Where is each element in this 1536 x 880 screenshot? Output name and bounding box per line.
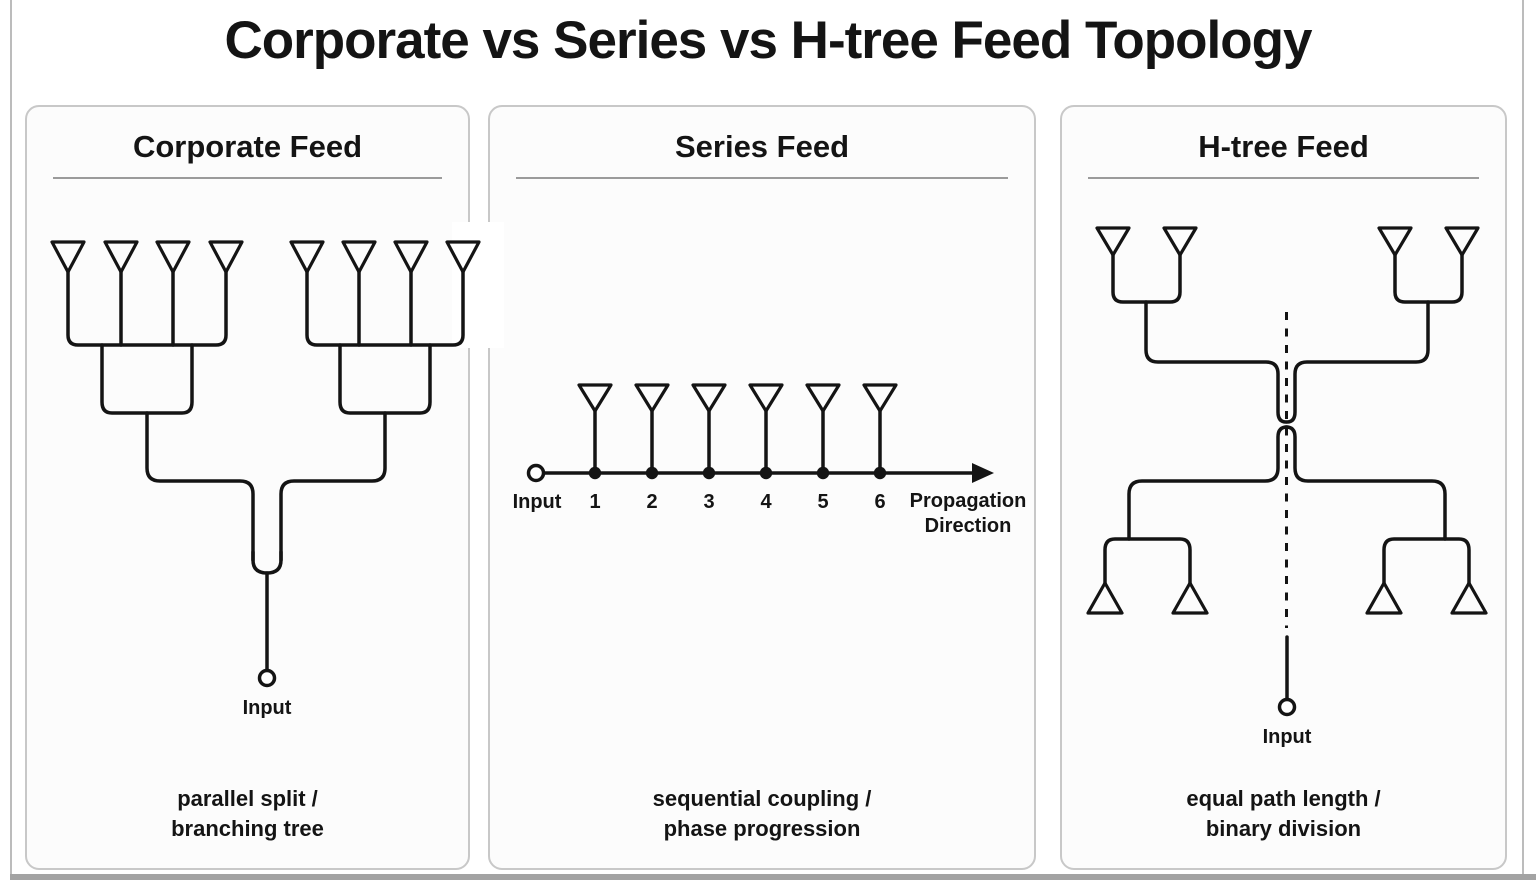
left-edge-line xyxy=(10,0,12,880)
corporate-input-label: Input xyxy=(243,697,292,719)
antenna-icon xyxy=(634,383,670,413)
combiner-trace xyxy=(1103,537,1192,585)
input-port-icon xyxy=(526,463,546,483)
series-feed-title: Series Feed xyxy=(674,129,850,164)
combiner-trace xyxy=(251,550,283,575)
antenna-icon xyxy=(1377,226,1413,257)
combiner-trace xyxy=(1382,537,1471,585)
antenna-icon xyxy=(208,240,244,274)
combiner-trace xyxy=(100,343,194,415)
antenna-icon xyxy=(155,240,191,274)
antenna-icon xyxy=(1444,226,1480,257)
series-antenna-row xyxy=(577,383,898,480)
combiner-trace xyxy=(338,343,432,415)
corporate-feed-title: Corporate Feed xyxy=(132,129,363,164)
antenna-icon xyxy=(289,240,325,274)
antenna-icon xyxy=(393,240,429,274)
htree-caption-line1: equal path length / xyxy=(1186,786,1381,811)
coupling-node xyxy=(873,466,887,480)
htree-bottom-antennas xyxy=(1086,581,1488,615)
coupling-node xyxy=(816,466,830,480)
htree-feed-title: H-tree Feed xyxy=(1198,129,1369,164)
corporate-caption-line2: branching tree xyxy=(171,816,324,841)
series-input-label: Input xyxy=(513,491,562,513)
element-number-label: 2 xyxy=(646,491,657,513)
combiner-trace xyxy=(305,270,465,347)
htree-branch-network xyxy=(1103,253,1471,700)
antenna-icon xyxy=(445,240,481,274)
antenna-icon xyxy=(748,383,784,413)
combiner-trace xyxy=(1111,253,1182,304)
antenna-icon xyxy=(50,240,86,274)
combiner-trace xyxy=(1284,425,1447,541)
arrowhead-icon xyxy=(972,463,994,483)
series-feed-diagram: Input 1 2 3 4 5 6 Propagation Direction xyxy=(513,383,1027,537)
combiner-trace xyxy=(66,270,228,347)
input-port-icon xyxy=(1277,697,1297,717)
series-caption-line1: sequential coupling / xyxy=(652,786,872,811)
antenna-icon xyxy=(1450,581,1488,615)
corporate-combiner-network xyxy=(66,270,465,672)
combiner-trace xyxy=(1285,300,1430,424)
coupling-node xyxy=(702,466,716,480)
antenna-icon xyxy=(1095,226,1131,257)
coupling-node xyxy=(645,466,659,480)
series-title-underline xyxy=(516,177,1008,179)
input-port-icon xyxy=(257,668,277,688)
coupling-node xyxy=(759,466,773,480)
series-caption-line2: phase progression xyxy=(663,816,861,841)
antenna-icon xyxy=(1162,226,1198,257)
antenna-icon xyxy=(1171,581,1209,615)
htree-caption-line2: binary division xyxy=(1205,816,1362,841)
element-number-label: 6 xyxy=(874,491,885,513)
htree-input-label: Input xyxy=(1263,726,1312,748)
antenna-icon xyxy=(1086,581,1124,615)
corporate-feed-caption: parallel split / branching tree xyxy=(27,784,468,844)
antenna-icon xyxy=(341,240,377,274)
antenna-icon xyxy=(577,383,613,413)
element-number-label: 5 xyxy=(817,491,828,513)
coupling-node xyxy=(588,466,602,480)
antenna-icon xyxy=(805,383,841,413)
htree-title-underline xyxy=(1088,177,1479,179)
combiner-trace xyxy=(1127,425,1289,541)
element-number-label: 1 xyxy=(589,491,600,513)
element-number-label: 4 xyxy=(760,491,772,513)
right-edge-line xyxy=(1522,0,1524,880)
combiner-trace xyxy=(1144,300,1288,424)
corporate-antenna-row xyxy=(50,240,481,274)
htree-feed-panel: H-tree Feed equal path length / binary d… xyxy=(1060,105,1507,870)
propagation-direction-label: Propagation xyxy=(910,490,1027,512)
corporate-title-underline xyxy=(53,177,442,179)
combiner-trace xyxy=(145,411,255,562)
corporate-feed-diagram: Input xyxy=(50,222,504,719)
bottom-bar xyxy=(10,874,1536,880)
antenna-icon xyxy=(103,240,139,274)
htree-feed-caption: equal path length / binary division xyxy=(1062,784,1505,844)
combiner-trace xyxy=(1393,253,1464,304)
series-feed-caption: sequential coupling / phase progression xyxy=(490,784,1034,844)
antenna-icon xyxy=(862,383,898,413)
antenna-icon xyxy=(1365,581,1403,615)
htree-feed-diagram: Input xyxy=(1086,226,1488,748)
series-feed-panel: Series Feed sequential coupling / phase … xyxy=(488,105,1036,870)
page-title: Corporate vs Series vs H-tree Feed Topol… xyxy=(224,11,1312,70)
htree-top-antennas xyxy=(1095,226,1480,257)
corporate-feed-panel: Corporate Feed parallel split / branchin… xyxy=(25,105,470,870)
combiner-trace xyxy=(279,411,387,562)
propagation-direction-label: Direction xyxy=(925,515,1012,537)
antenna-icon xyxy=(691,383,727,413)
element-number-label: 3 xyxy=(703,491,714,513)
corporate-caption-line1: parallel split / xyxy=(177,786,318,811)
